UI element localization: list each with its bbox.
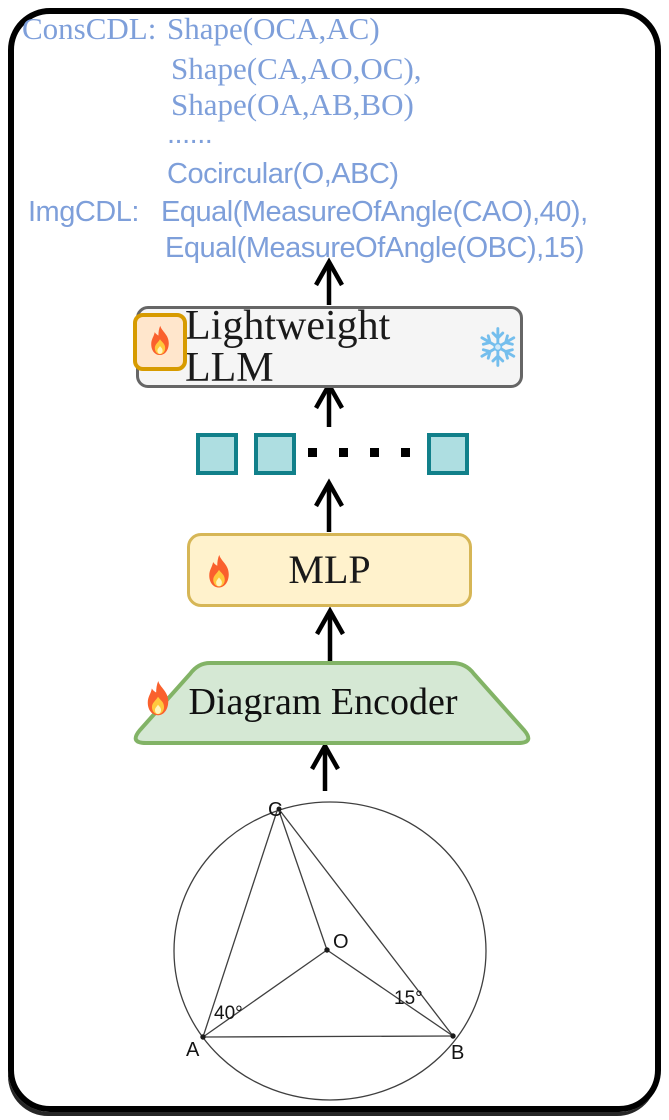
point-label-B: B (451, 1042, 464, 1064)
ellipsis-dot (401, 448, 410, 457)
point-label-A: A (186, 1039, 200, 1061)
mlp-to-tokens-arrow (314, 478, 344, 532)
point-O (324, 947, 330, 953)
segment-OC (277, 807, 328, 951)
angle-label-15: 15° (394, 988, 423, 1009)
token-square (254, 433, 296, 475)
encoder-label-wrap: Diagram Encoder (178, 666, 468, 738)
encoder-to-mlp-arrow (315, 606, 345, 661)
encoder-label: Diagram Encoder (188, 681, 458, 723)
cdl-line-7: Equal(MeasureOfAngle(OBC),15) (165, 232, 585, 264)
fire-icon (137, 677, 179, 723)
llm-label: Lightweight LLM (185, 303, 391, 391)
segment-BC (277, 807, 454, 1037)
segment-AC (202, 807, 279, 1038)
encoder-shape (133, 661, 531, 745)
imgcdl-label: ImgCDL: (28, 196, 139, 228)
cdl-line-1: Shape(OCA,AC) (167, 11, 380, 46)
ellipsis-dot (308, 448, 317, 457)
ellipsis-dot (339, 448, 348, 457)
cdl-line-2: Shape(CA,AO,OC), (171, 51, 422, 86)
cdl-line-5: Cocircular(O,ABC) (167, 158, 399, 190)
token-square (196, 433, 238, 475)
point-C (276, 806, 282, 812)
cdl-ellipsis: ...... (167, 118, 213, 150)
point-label-O: O (333, 931, 349, 953)
fire-icon (199, 551, 239, 595)
point-A (200, 1034, 206, 1040)
ellipsis-dot (370, 448, 379, 457)
circle-outline (173, 801, 487, 1101)
geometry-diagram: A B O C 40° 15° (173, 799, 487, 1101)
cdl-line-3: Shape(OA,AB,BO) (171, 87, 414, 122)
fire-icon (142, 322, 178, 362)
mlp-box: MLP (187, 533, 472, 607)
point-B (450, 1033, 456, 1039)
segment-AB (202, 1035, 454, 1038)
cdl-line-6: Equal(MeasureOfAngle(CAO),40), (161, 196, 588, 228)
snowflake-icon (476, 324, 520, 370)
mlp-label: MLP (288, 547, 371, 592)
trainable-adapter-badge (133, 313, 187, 371)
tokens-to-llm-arrow (314, 380, 344, 427)
angle-label-40: 40° (214, 1003, 243, 1024)
conscdl-label: ConsCDL: (22, 11, 157, 46)
token-square (427, 433, 469, 475)
image-to-encoder-arrow (310, 741, 340, 791)
segment-OA (202, 949, 328, 1038)
point-label-C: C (268, 799, 282, 821)
output-arrow (314, 257, 344, 305)
figure-border-frame (8, 8, 661, 1112)
llm-box: Lightweight LLM (133, 303, 523, 391)
segment-OB (326, 949, 454, 1037)
